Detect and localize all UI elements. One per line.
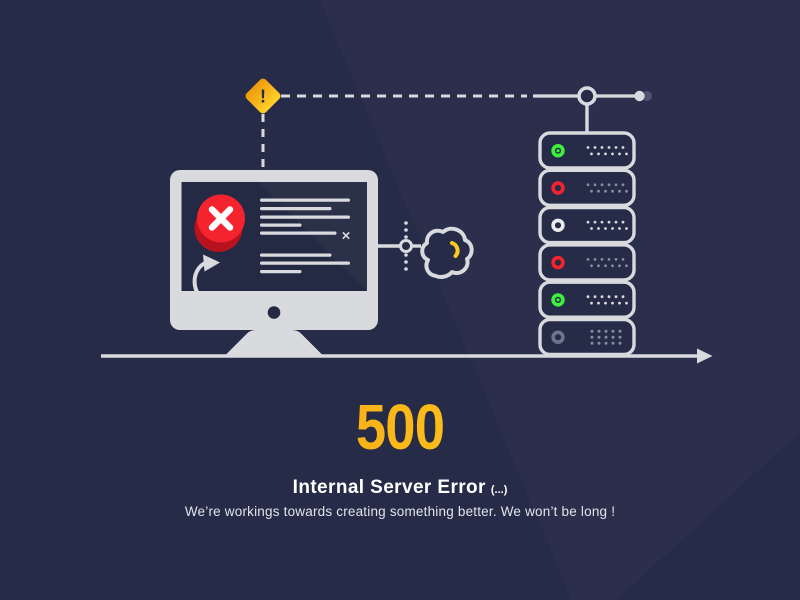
status-led-ring: [551, 181, 565, 195]
refresh-arrow-icon: [192, 261, 208, 304]
activity-dots: [586, 146, 628, 156]
text-line: [260, 261, 350, 265]
server-unit-body: [538, 168, 636, 208]
close-icon: ×: [342, 228, 351, 245]
warning-glyph: !: [260, 87, 266, 107]
monitor-illustration: ×: [170, 170, 378, 356]
error-dialog: ×: [192, 194, 351, 304]
error-title-suffix: (...): [490, 484, 508, 496]
server-unit-body: [538, 205, 636, 245]
activity-dots: [586, 258, 628, 268]
connector-node: [399, 239, 413, 253]
status-led-ring: [551, 293, 565, 307]
server-rack: [538, 131, 636, 357]
status-led-core: [556, 298, 560, 302]
text-line: [260, 253, 332, 257]
illustration: !: [101, 78, 713, 364]
dotted-column: [404, 221, 408, 271]
junction-node: [577, 86, 597, 106]
cloud-outline: [420, 226, 474, 279]
server-unit: [538, 168, 636, 208]
status-led-ring: [551, 330, 565, 344]
server-unit: [538, 131, 636, 170]
monitor-chin-dot: [267, 306, 281, 319]
ground-arrowhead-icon: [697, 348, 713, 364]
server-unit-body: [538, 280, 636, 319]
activity-dots: [586, 183, 628, 193]
cloud-icon: [420, 226, 474, 279]
status-led-ring: [551, 144, 565, 158]
activity-dots: [590, 329, 622, 345]
error-title-row: Internal Server Error (...): [0, 477, 800, 499]
text-line: [260, 231, 337, 235]
monitor-stand: [224, 330, 324, 356]
warning-icon: !: [245, 78, 281, 114]
status-led-ring: [551, 255, 565, 270]
text-line: [260, 270, 302, 274]
error-code: 500: [60, 393, 740, 461]
server-unit: [538, 317, 636, 357]
text-line: [260, 215, 350, 219]
status-led-core: [556, 149, 560, 153]
refresh-arrowhead: [203, 254, 220, 272]
activity-dots: [586, 295, 628, 305]
cloud-spark-icon: [450, 241, 460, 258]
text-line: [260, 207, 332, 211]
status-led-ring: [551, 218, 565, 233]
server-unit-body: [538, 131, 636, 170]
server-unit-body: [538, 243, 636, 282]
server-unit: [538, 243, 636, 282]
activity-dots: [586, 220, 628, 230]
server-unit: [538, 205, 636, 245]
end-node: [634, 90, 645, 102]
end-node-shadow: [642, 91, 652, 101]
text-line-group: [260, 198, 350, 274]
text-line: [260, 223, 302, 227]
x-glyph: [208, 206, 234, 231]
server-unit: [538, 280, 636, 319]
cloud-connector: [378, 221, 421, 271]
text-line: [260, 198, 350, 202]
error-title: Internal Server Error: [292, 477, 486, 498]
error-message: We’re workings towards creating somethin…: [184, 504, 616, 519]
